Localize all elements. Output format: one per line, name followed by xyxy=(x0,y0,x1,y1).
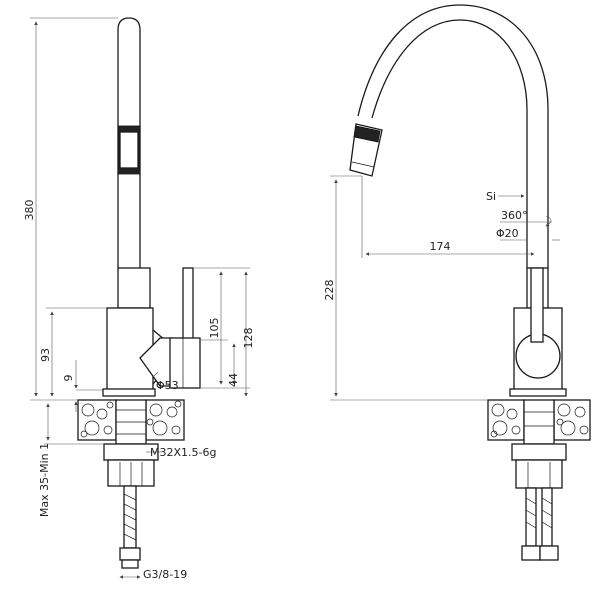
mounting-thickness-label: Max 35-Min 1 xyxy=(38,443,51,517)
body-diameter-label: Φ53 xyxy=(156,379,179,392)
material-label: Si xyxy=(486,190,496,203)
front-view: 228 174 Si 360° Φ20 xyxy=(323,4,591,561)
side-countertop xyxy=(77,399,185,445)
front-body xyxy=(509,267,567,397)
handle-height-label: 105 xyxy=(208,318,221,339)
handle-total-label: 128 xyxy=(242,328,255,349)
rotation-label: 360° xyxy=(501,209,528,222)
front-dimensions xyxy=(330,175,560,401)
spout-diameter-label: Φ20 xyxy=(496,227,519,240)
spout-reach-label: 174 xyxy=(430,240,451,253)
height-body-label: 93 xyxy=(39,348,52,362)
side-dimensions xyxy=(30,17,250,579)
front-countertop xyxy=(487,399,591,445)
side-supply-hose xyxy=(119,485,141,569)
offset-9-label: 9 xyxy=(62,375,75,382)
spout-height-label: 228 xyxy=(323,280,336,301)
side-handle xyxy=(169,267,201,389)
thread-label: M32X1.5-6g xyxy=(150,446,216,459)
handle-base-label: 44 xyxy=(227,373,240,387)
height-total-label: 380 xyxy=(23,200,36,221)
side-neck xyxy=(117,267,151,309)
side-view: 380 93 9 Φ53 105 128 44 M32X1.5-6g Max 3… xyxy=(23,17,255,581)
front-shank-hoses xyxy=(511,443,567,561)
front-gooseneck-spout xyxy=(349,4,549,268)
side-body xyxy=(106,307,173,391)
connector-label: G3/8-19 xyxy=(143,568,187,581)
side-shank-nut xyxy=(103,443,159,487)
side-mount-ring xyxy=(102,388,156,397)
side-spout-tube xyxy=(117,17,141,268)
